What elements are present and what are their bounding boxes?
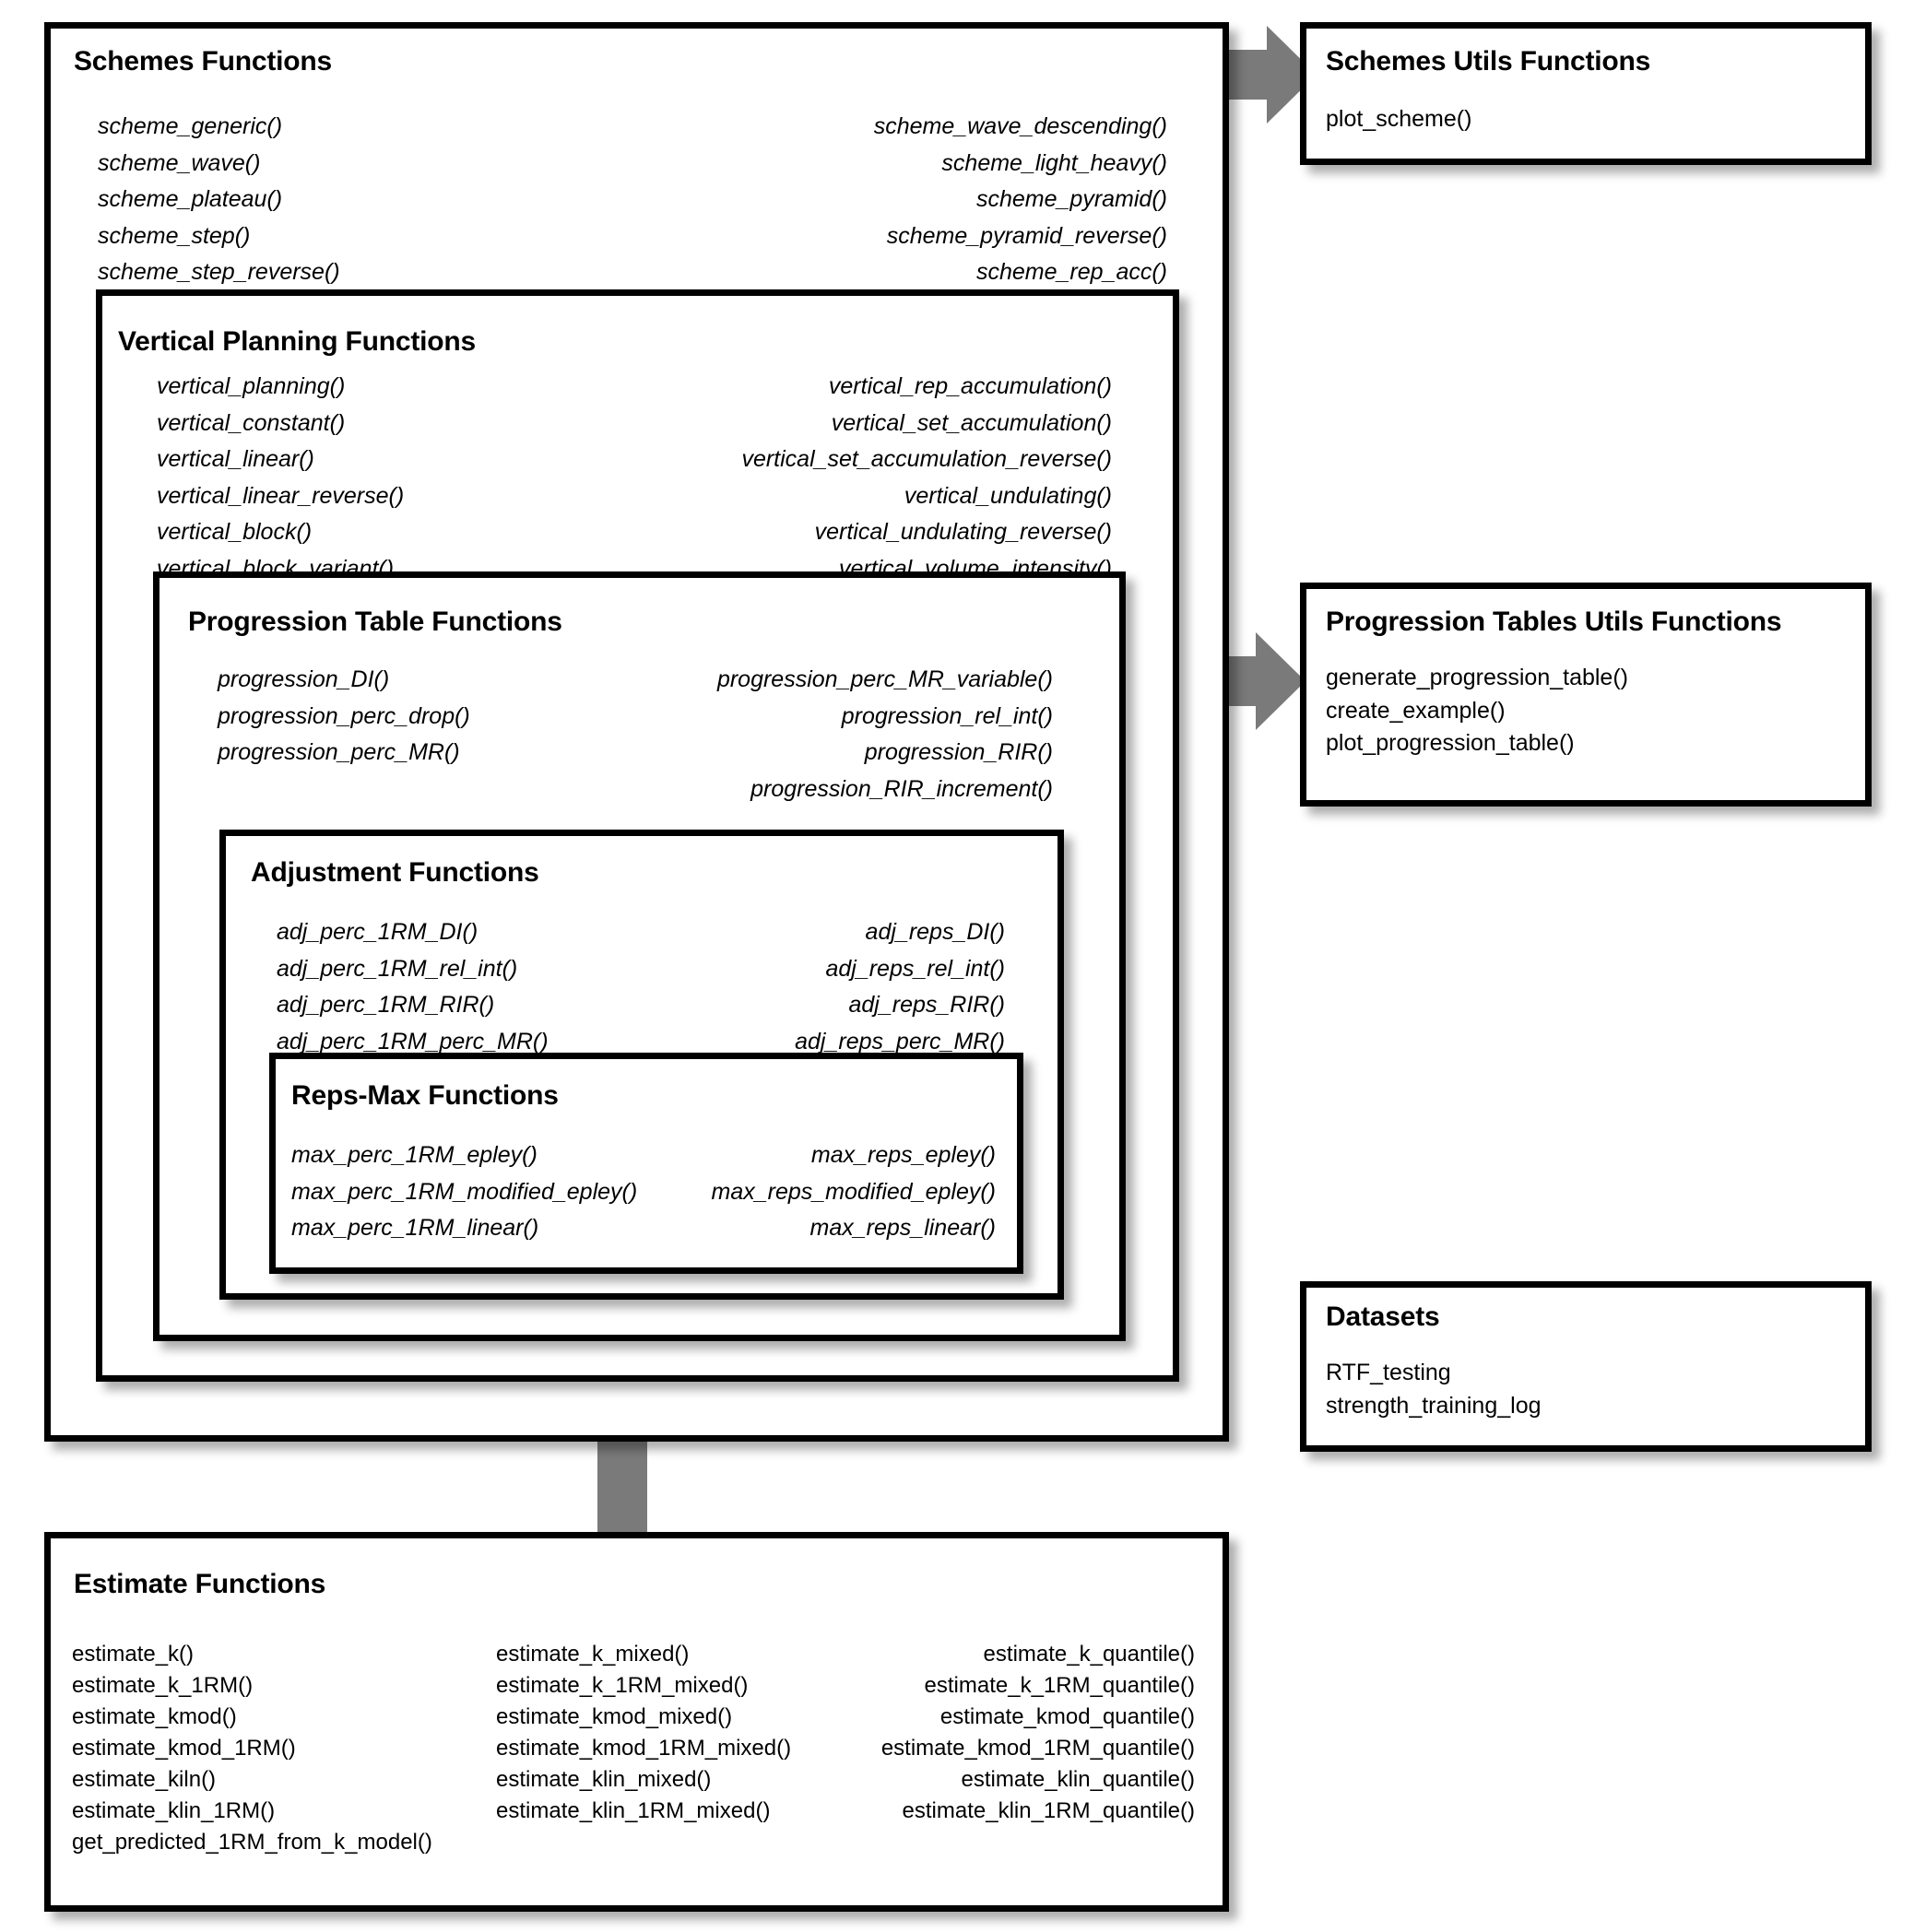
fn-item: vertical_undulating() bbox=[904, 482, 1112, 509]
fn-item: vertical_undulating_reverse() bbox=[814, 519, 1112, 545]
fn-item: max_perc_1RM_modified_epley() bbox=[291, 1178, 638, 1205]
schemes-functions-right-column: scheme_wave_descending() scheme_light_he… bbox=[608, 109, 1167, 291]
fn-item: scheme_step_reverse() bbox=[98, 259, 340, 285]
fn-item: vertical_constant() bbox=[157, 409, 346, 436]
schemes-functions-title: Schemes Functions bbox=[74, 46, 333, 77]
fn-item: progression_rel_int() bbox=[841, 702, 1053, 729]
schemes-utils-items: plot_scheme() bbox=[1326, 103, 1471, 136]
fn-item: estimate_kmod() bbox=[72, 1704, 237, 1730]
fn-item: vertical_linear() bbox=[157, 446, 314, 472]
fn-item: scheme_step() bbox=[98, 222, 251, 249]
fn-item: scheme_wave() bbox=[98, 149, 261, 176]
fn-item: get_predicted_1RM_from_k_model() bbox=[72, 1830, 432, 1855]
fn-item: adj_perc_1RM_RIR() bbox=[277, 992, 495, 1018]
progression-tables-utils-functions-title: Progression Tables Utils Functions bbox=[1326, 607, 1782, 637]
datasets-title: Datasets bbox=[1326, 1302, 1440, 1332]
fn-item: progression_perc_drop() bbox=[218, 702, 470, 729]
fn-item: progression_perc_MR() bbox=[218, 739, 460, 765]
fn-item: adj_perc_1RM_perc_MR() bbox=[277, 1028, 549, 1054]
fn-item: vertical_linear_reverse() bbox=[157, 482, 405, 509]
progression-table-right-column: progression_perc_MR_variable() progressi… bbox=[516, 662, 1053, 807]
fn-item: adj_reps_RIR() bbox=[848, 992, 1005, 1018]
progression-table-functions-title: Progression Table Functions bbox=[188, 607, 562, 637]
fn-item: estimate_k_mixed() bbox=[496, 1642, 690, 1667]
fn-item: adj_perc_1RM_DI() bbox=[277, 919, 478, 945]
fn-item: vertical_set_accumulation_reverse() bbox=[741, 446, 1112, 472]
fn-item: scheme_wave_descending() bbox=[873, 113, 1167, 139]
fn-item: estimate_klin_1RM_quantile() bbox=[902, 1798, 1195, 1824]
fn-item: plot_scheme() bbox=[1326, 106, 1472, 132]
fn-item: scheme_plateau() bbox=[98, 186, 283, 212]
estimate-functions-box bbox=[44, 1532, 1229, 1912]
fn-item: estimate_kiln() bbox=[72, 1767, 217, 1793]
adjustment-right-column: adj_reps_DI() adj_reps_rel_int() adj_rep… bbox=[590, 914, 1005, 1060]
schemes-utils-functions-title: Schemes Utils Functions bbox=[1326, 46, 1651, 77]
fn-item: RTF_testing bbox=[1326, 1360, 1451, 1385]
fn-item: progression_DI() bbox=[218, 666, 390, 692]
reps-max-left-column: max_perc_1RM_epley() max_perc_1RM_modifi… bbox=[291, 1137, 637, 1247]
vertical-planning-left-column: vertical_planning() vertical_constant() … bbox=[157, 369, 404, 587]
fn-item: generate_progression_table() bbox=[1326, 665, 1628, 690]
fn-item: estimate_k() bbox=[72, 1642, 195, 1667]
fn-item: create_example() bbox=[1326, 697, 1506, 724]
reps-max-functions-title: Reps-Max Functions bbox=[291, 1080, 559, 1111]
fn-item: vertical_block() bbox=[157, 519, 313, 545]
progression-tables-utils-functions-box bbox=[1300, 583, 1872, 807]
fn-item: estimate_klin_quantile() bbox=[961, 1767, 1195, 1793]
adjustment-functions-title: Adjustment Functions bbox=[251, 857, 539, 888]
fn-item: estimate_k_1RM_mixed() bbox=[496, 1673, 749, 1699]
estimate-functions-title: Estimate Functions bbox=[74, 1569, 326, 1599]
fn-item: vertical_planning() bbox=[157, 373, 346, 399]
vertical-planning-right-column: vertical_rep_accumulation() vertical_set… bbox=[572, 369, 1112, 587]
fn-item: plot_progression_table() bbox=[1326, 730, 1575, 756]
arrow-schemes-to-schemes-utils bbox=[1213, 24, 1317, 125]
fn-item: adj_reps_rel_int() bbox=[825, 955, 1005, 982]
fn-item: scheme_pyramid_reverse() bbox=[886, 222, 1167, 249]
reps-max-right-column: max_reps_epley() max_reps_modified_epley… bbox=[590, 1137, 996, 1247]
fn-item: scheme_generic() bbox=[98, 113, 283, 139]
estimate-functions-column-2: estimate_k_mixed() estimate_k_1RM_mixed(… bbox=[496, 1639, 791, 1827]
fn-item: estimate_kmod_mixed() bbox=[496, 1704, 733, 1730]
adjustment-left-column: adj_perc_1RM_DI() adj_perc_1RM_rel_int()… bbox=[277, 914, 549, 1060]
fn-item: vertical_set_accumulation() bbox=[831, 409, 1112, 436]
fn-item: max_perc_1RM_epley() bbox=[291, 1142, 538, 1168]
fn-item: adj_reps_perc_MR() bbox=[795, 1028, 1005, 1054]
fn-item: estimate_klin_1RM_mixed() bbox=[496, 1798, 771, 1824]
progression-tables-utils-items: generate_progression_table() create_exam… bbox=[1326, 662, 1628, 760]
datasets-items: RTF_testing strength_training_log bbox=[1326, 1357, 1542, 1422]
fn-item: adj_reps_DI() bbox=[865, 919, 1005, 945]
fn-item: estimate_kmod_1RM_quantile() bbox=[880, 1736, 1195, 1761]
fn-item: max_reps_epley() bbox=[810, 1142, 996, 1168]
schemes-utils-functions-box bbox=[1300, 22, 1872, 165]
fn-item: vertical_rep_accumulation() bbox=[828, 373, 1112, 399]
fn-item: scheme_light_heavy() bbox=[941, 149, 1167, 176]
reps-max-functions-box bbox=[269, 1053, 1023, 1274]
fn-item: max_reps_linear() bbox=[809, 1215, 996, 1241]
fn-item: progression_RIR() bbox=[864, 739, 1053, 765]
fn-item: max_perc_1RM_linear() bbox=[291, 1215, 539, 1241]
fn-item: estimate_kmod_1RM_mixed() bbox=[496, 1736, 792, 1761]
fn-item: estimate_kmod_1RM() bbox=[72, 1736, 296, 1761]
vertical-planning-functions-title: Vertical Planning Functions bbox=[118, 326, 476, 357]
fn-item: progression_RIR_increment() bbox=[750, 775, 1053, 802]
fn-item: adj_perc_1RM_rel_int() bbox=[277, 955, 518, 982]
fn-item: max_reps_modified_epley() bbox=[711, 1178, 996, 1205]
fn-item: estimate_klin_mixed() bbox=[496, 1767, 712, 1793]
schemes-functions-left-column: scheme_generic() scheme_wave() scheme_pl… bbox=[98, 109, 340, 291]
fn-item: strength_training_log bbox=[1326, 1392, 1542, 1419]
datasets-box bbox=[1300, 1281, 1872, 1452]
estimate-functions-column-3: estimate_k_quantile() estimate_k_1RM_qua… bbox=[821, 1639, 1195, 1827]
progression-table-left-column: progression_DI() progression_perc_drop()… bbox=[218, 662, 470, 772]
fn-item: estimate_klin_1RM() bbox=[72, 1798, 276, 1824]
fn-item: scheme_rep_acc() bbox=[975, 259, 1167, 285]
fn-item: progression_perc_MR_variable() bbox=[716, 666, 1053, 692]
estimate-functions-column-1: estimate_k() estimate_k_1RM() estimate_k… bbox=[72, 1639, 432, 1859]
fn-item: estimate_k_quantile() bbox=[983, 1642, 1195, 1667]
fn-item: estimate_kmod_quantile() bbox=[939, 1704, 1195, 1730]
fn-item: estimate_k_1RM() bbox=[72, 1673, 254, 1699]
fn-item: scheme_pyramid() bbox=[975, 186, 1167, 212]
fn-item: estimate_k_1RM_quantile() bbox=[924, 1673, 1195, 1699]
